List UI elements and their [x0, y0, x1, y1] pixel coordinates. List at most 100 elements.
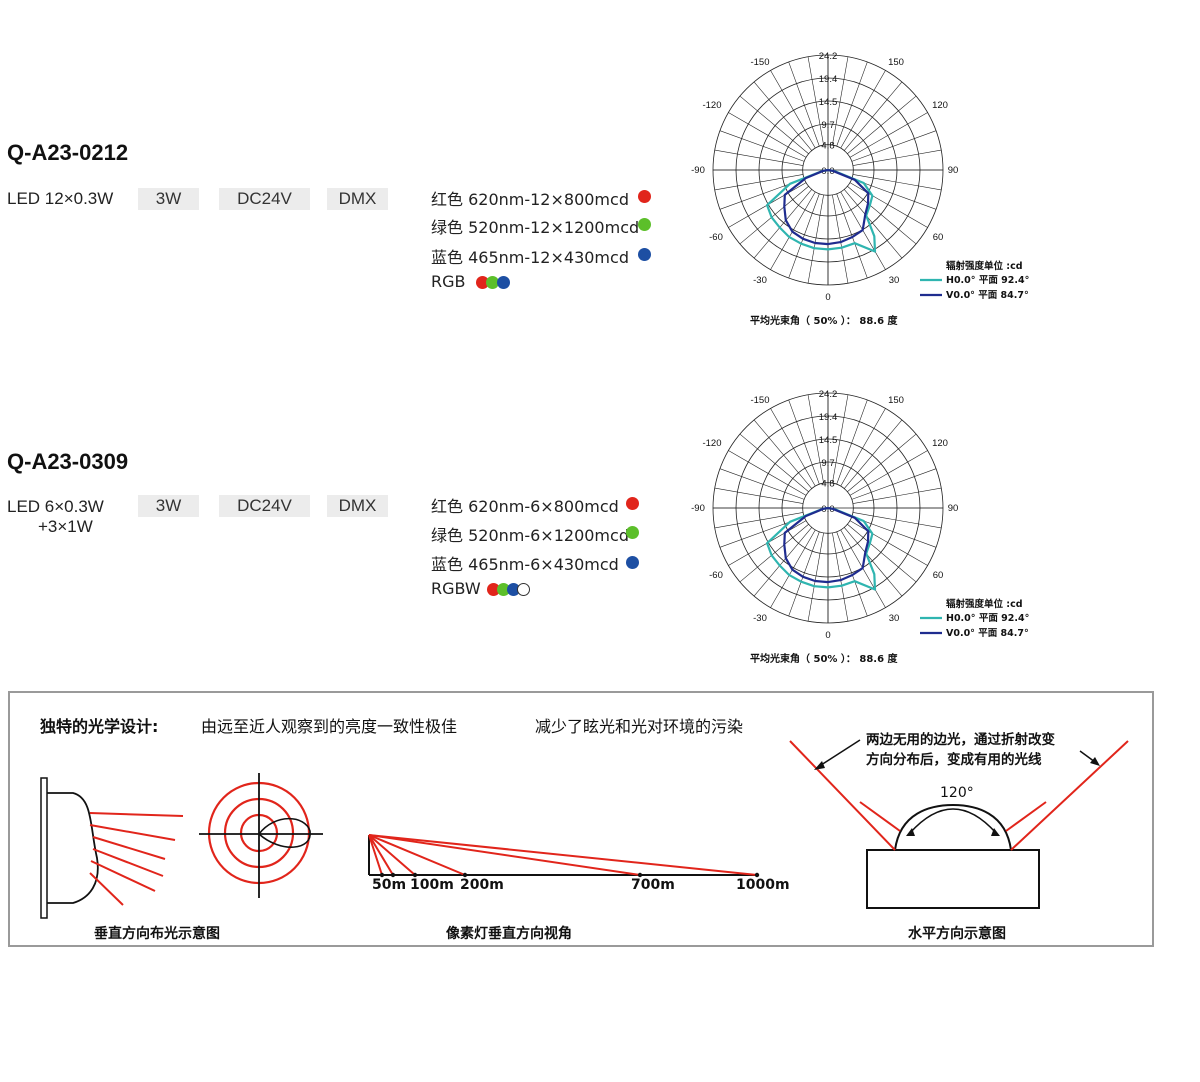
- polar-spoke: [770, 70, 816, 149]
- polar-spoke: [728, 112, 807, 158]
- mix-dot-icon: [476, 276, 489, 289]
- polar-spoke: [847, 433, 917, 492]
- polar-spoke: [832, 394, 849, 484]
- polar-spoke: [770, 408, 816, 487]
- ring-value-label: 0.0: [821, 504, 834, 515]
- ring-value-label: 0.0: [821, 166, 834, 177]
- angle-label: -150: [750, 57, 769, 68]
- legend-label: H0.0° 平面 92.4°: [946, 613, 1029, 624]
- distance-label: 100m: [410, 877, 454, 893]
- mix-dot-icon: [486, 276, 499, 289]
- mix-dot-icon: [497, 276, 510, 289]
- polar-spoke: [844, 189, 903, 259]
- distance-label: 1000m: [736, 877, 790, 893]
- polar-spoke: [728, 450, 807, 496]
- polar-spoke: [849, 182, 928, 228]
- polar-spoke: [832, 532, 849, 622]
- optical-design-panel: 独特的光学设计: 由远至近人观察到的亮度一致性极佳 减少了眩光和光对环境的污染 …: [8, 691, 1154, 947]
- angle-label: -120: [702, 438, 721, 449]
- led-spec: LED 12×0.3W: [7, 189, 114, 208]
- green-spec: 绿色 520nm-12×1200mcd: [431, 218, 640, 237]
- note-line-1: 两边无用的边光，通过折射改变: [866, 732, 1055, 748]
- product-model: Q-A23-0309: [7, 449, 129, 474]
- led-spec: LED 6×0.3W: [7, 497, 104, 516]
- power-tag: 3W: [138, 495, 199, 517]
- polar-spoke: [714, 149, 804, 166]
- note-line-2: 方向分布后，变成有用的光线: [866, 752, 1042, 768]
- polar-spoke: [714, 512, 804, 529]
- polar-spoke: [739, 186, 809, 245]
- legend-label: V0.0° 平面 84.7°: [946, 628, 1029, 639]
- angle-label: -150: [750, 395, 769, 406]
- polar-spoke: [719, 468, 805, 500]
- panel-headline-2: 减少了眩光和光对环境的污染: [535, 717, 744, 736]
- blue-dot-icon: [626, 556, 639, 569]
- mix-dot-icon: [517, 583, 530, 596]
- mix-dot-icon: [487, 583, 500, 596]
- polar-spoke: [739, 95, 809, 154]
- angle-label: -90: [691, 503, 705, 514]
- polar-spoke: [753, 419, 812, 489]
- angle-label: 120: [932, 438, 948, 449]
- mix-dot-icon: [497, 583, 510, 596]
- red-dot-icon: [626, 497, 639, 510]
- ring-value-label: 24.2: [819, 389, 838, 400]
- panel-headline-1: 由远至近人观察到的亮度一致性极佳: [201, 717, 458, 736]
- angle-label: 30: [889, 613, 900, 624]
- ring-value-label: 24.2: [819, 51, 838, 62]
- vertical-distribution-diagram: [40, 773, 323, 919]
- angle-label: 120: [932, 100, 948, 111]
- polar-spoke: [832, 56, 849, 146]
- polar-spoke: [851, 468, 937, 500]
- polar-spoke: [788, 531, 820, 617]
- v-plane-curve: [783, 168, 870, 246]
- polar-spoke: [753, 81, 812, 151]
- polar-spoke: [739, 433, 809, 492]
- polar-spoke: [852, 512, 942, 529]
- polar-spoke: [840, 408, 886, 487]
- ring-value-label: 4.8: [821, 479, 834, 490]
- panel-headline-bold: 独特的光学设计:: [40, 717, 159, 736]
- polar-spoke: [836, 193, 868, 279]
- polar-spoke: [807, 56, 824, 146]
- mix-label: RGB: [431, 272, 466, 291]
- ring-value-label: 14.5: [819, 97, 838, 108]
- distance-label: 200m: [460, 877, 504, 893]
- polar-spoke: [788, 399, 820, 485]
- polar-spoke: [714, 487, 804, 504]
- blue-spec: 蓝色 465nm-12×430mcd: [431, 248, 629, 267]
- polar-spoke: [851, 178, 937, 210]
- distance-label: 50m: [372, 877, 407, 893]
- beam-angle-label: 平均光束角（ 50% ）： 88.6 度: [750, 314, 899, 327]
- polar-spoke: [714, 174, 804, 191]
- mix-label: RGBW: [431, 579, 481, 598]
- polar-spoke: [844, 527, 903, 597]
- polar-spoke: [836, 61, 868, 147]
- distance-label: 700m: [631, 877, 675, 893]
- polar-spoke: [847, 186, 917, 245]
- polar-spoke: [852, 149, 942, 166]
- unit-label: 辐射强度单位 :cd: [946, 260, 1023, 272]
- control-tag: DMX: [327, 495, 388, 517]
- red-dot-icon: [638, 190, 651, 203]
- legend-label: H0.0° 平面 92.4°: [946, 275, 1029, 286]
- led-spec-extra: +3×1W: [38, 517, 93, 536]
- ring-value-label: 19.4: [819, 412, 838, 423]
- angle-label: 0: [825, 292, 830, 303]
- green-dot-icon: [626, 526, 639, 539]
- polar-spoke: [849, 520, 928, 566]
- ring-value-label: 19.4: [819, 74, 838, 85]
- control-tag: DMX: [327, 188, 388, 210]
- blue-spec: 蓝色 465nm-6×430mcd: [431, 555, 619, 574]
- polar-spoke: [851, 130, 937, 162]
- angle-label: 90: [948, 503, 959, 514]
- polar-spoke: [849, 450, 928, 496]
- blue-dot-icon: [638, 248, 651, 261]
- power-tag: 3W: [138, 188, 199, 210]
- polar-spoke: [852, 174, 942, 191]
- legend-label: V0.0° 平面 84.7°: [946, 290, 1029, 301]
- red-spec: 红色 620nm-12×800mcd: [431, 190, 629, 209]
- polar-spoke: [753, 527, 812, 597]
- ring-value-label: 4.8: [821, 141, 834, 152]
